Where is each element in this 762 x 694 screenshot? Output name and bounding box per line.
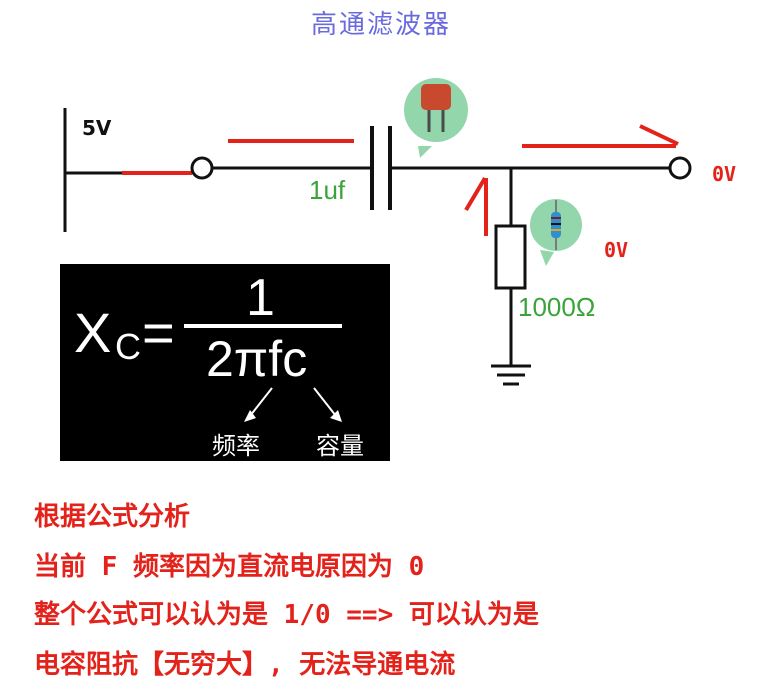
node-voltage-label: 0V xyxy=(604,238,629,262)
ground-symbol xyxy=(491,364,531,386)
input-terminal xyxy=(190,156,214,180)
capacitance-label: 1uf xyxy=(309,175,346,205)
formula-frequency-annotation: 频率 xyxy=(212,432,260,460)
node-arrow-head xyxy=(464,176,487,212)
formula-lhs: X xyxy=(74,301,112,364)
formula-capacitance-annotation: 容量 xyxy=(316,432,364,460)
formula-lhs-subscript: C xyxy=(115,326,141,367)
formula-equals: = xyxy=(142,301,175,364)
analysis-line-4: 电容阻抗【无穷大】, 无法导通电流 xyxy=(34,650,456,680)
reactance-formula-panel: X C = 1 2πfc 频率 容量 xyxy=(60,264,390,461)
capacitor-component-icon xyxy=(404,78,468,158)
resistor-component-icon xyxy=(530,199,582,266)
analysis-line-2: 当前 F 频率因为直流电原因为 0 xyxy=(34,552,425,582)
formula-denominator: 2πfc xyxy=(206,331,308,387)
output-arrow-head xyxy=(639,124,679,146)
formula-pointer-arrows xyxy=(244,387,342,422)
diagram-title: 高通滤波器 xyxy=(310,10,451,40)
formula-fraction-bar xyxy=(184,324,342,328)
analysis-line-3: 整个公式可以认为是 1/0 ==> 可以认为是 xyxy=(34,600,539,630)
output-voltage-label: 0V xyxy=(712,162,737,186)
analysis-line-1: 根据公式分析 xyxy=(34,502,191,532)
formula-numerator: 1 xyxy=(246,269,275,327)
resistor-body xyxy=(494,224,527,290)
output-terminal xyxy=(668,156,692,180)
resistance-label: 1000Ω xyxy=(518,292,596,322)
source-voltage-label: 5V xyxy=(82,116,112,140)
